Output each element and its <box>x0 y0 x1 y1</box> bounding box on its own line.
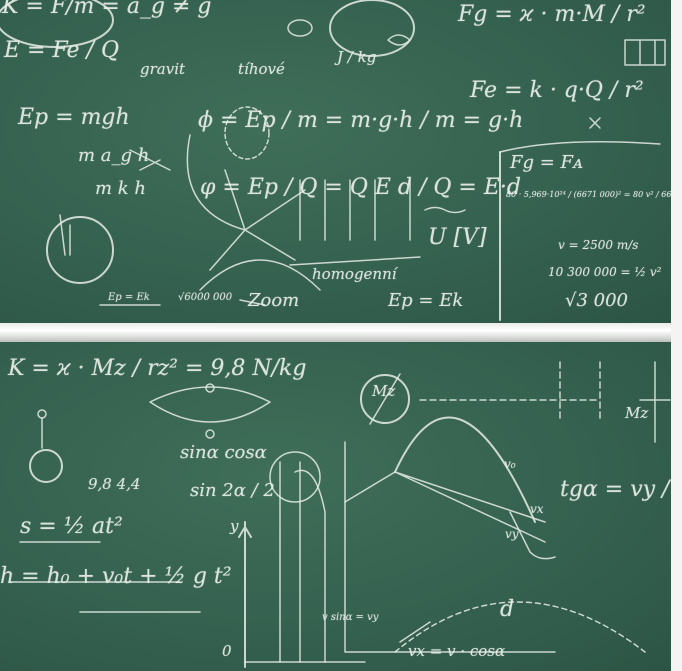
tangent-formula: tgα = vy / vx <box>560 477 682 502</box>
fg-equals-fa: Fg = Fᴀ <box>510 152 584 173</box>
distance-d-label: d <box>500 597 515 622</box>
voltage-unit-label: U [V] <box>428 225 487 250</box>
tihove-label: tíhové <box>238 60 285 78</box>
ep-equals-ek-small: Ep = Ek <box>108 292 150 303</box>
numbers-9-8-4-4: 9,8 4,4 <box>88 475 141 493</box>
ten-million-eq: 10 300 000 = ½ v² <box>548 265 662 279</box>
m-k-h-label: m k h <box>95 178 147 199</box>
vy-label: vy <box>505 527 519 541</box>
upper-chalkboard: K = F/m = a_g ≠ g E = Fe / Q gravit tího… <box>0 0 682 323</box>
gravity-intensity-formula: K = ϰ · Mz / rz² = 9,8 N/kg <box>8 356 307 381</box>
vertical-velocity-label: v sinα = vy <box>322 612 379 623</box>
homogenni-label: homogenní <box>312 265 397 283</box>
lower-chalkboard: K = ϰ · Mz / rz² = 9,8 N/kg Mz Mz sinα c… <box>0 342 682 671</box>
sin-cos-product: sinα cosα <box>180 442 267 463</box>
gravit-label: gravit <box>140 60 186 78</box>
chalk-ledge <box>0 323 682 342</box>
earth-mass-circle-label: Mz <box>372 382 396 400</box>
gravitational-force-formula: Fg = ϰ · m·M / r² <box>458 2 646 27</box>
earth-mass-right-label: Mz <box>625 404 649 422</box>
joule-per-kg: J / kg <box>337 48 377 66</box>
coulomb-force-formula: Fe = k · q·Q / r² <box>470 78 644 103</box>
height-formula: h = h₀ + v₀t + ½ g t² <box>0 564 232 589</box>
v0-label: v₀ <box>504 457 516 471</box>
electric-field-formula: E = Fe / Q <box>4 38 119 63</box>
potential-energy-formula: Ep = mgh <box>18 105 130 130</box>
zoom-label: Zoom <box>248 290 300 311</box>
gravitational-potential-formula: ϕ = Ep / m = m·g·h / m = g·h <box>198 108 524 133</box>
distance-formula: s = ½ at² <box>20 514 123 539</box>
velocity-2500: v = 2500 m/s <box>558 238 639 252</box>
six-million-root: √6000 000 <box>178 292 233 303</box>
ep-equals-ek: Ep = Ek <box>388 290 464 311</box>
right-edge-wall <box>671 0 682 671</box>
upper-board-sketches <box>0 0 666 321</box>
m-ag-h-label: m a_g h <box>78 145 150 166</box>
y-axis-label: y <box>230 517 239 535</box>
horizontal-velocity-formula: vx = v · cosα <box>408 642 506 660</box>
vx-label: vx <box>530 502 544 516</box>
f-over-m-formula: K = F/m = a_g ≠ g <box>2 0 212 19</box>
lower-board-sketches <box>9 361 671 668</box>
electric-potential-formula: φ = Ep / Q = Q E d / Q = E·d <box>200 175 521 200</box>
origin-zero-label: 0 <box>222 642 232 660</box>
sqrt-3000: √3 000 <box>565 290 628 311</box>
sin-double-angle: sin 2α / 2 <box>190 480 275 501</box>
orbital-ratio-equation: 80 · 5,969·10²⁴ / (6671 000)² = 80 v² / … <box>506 190 682 199</box>
